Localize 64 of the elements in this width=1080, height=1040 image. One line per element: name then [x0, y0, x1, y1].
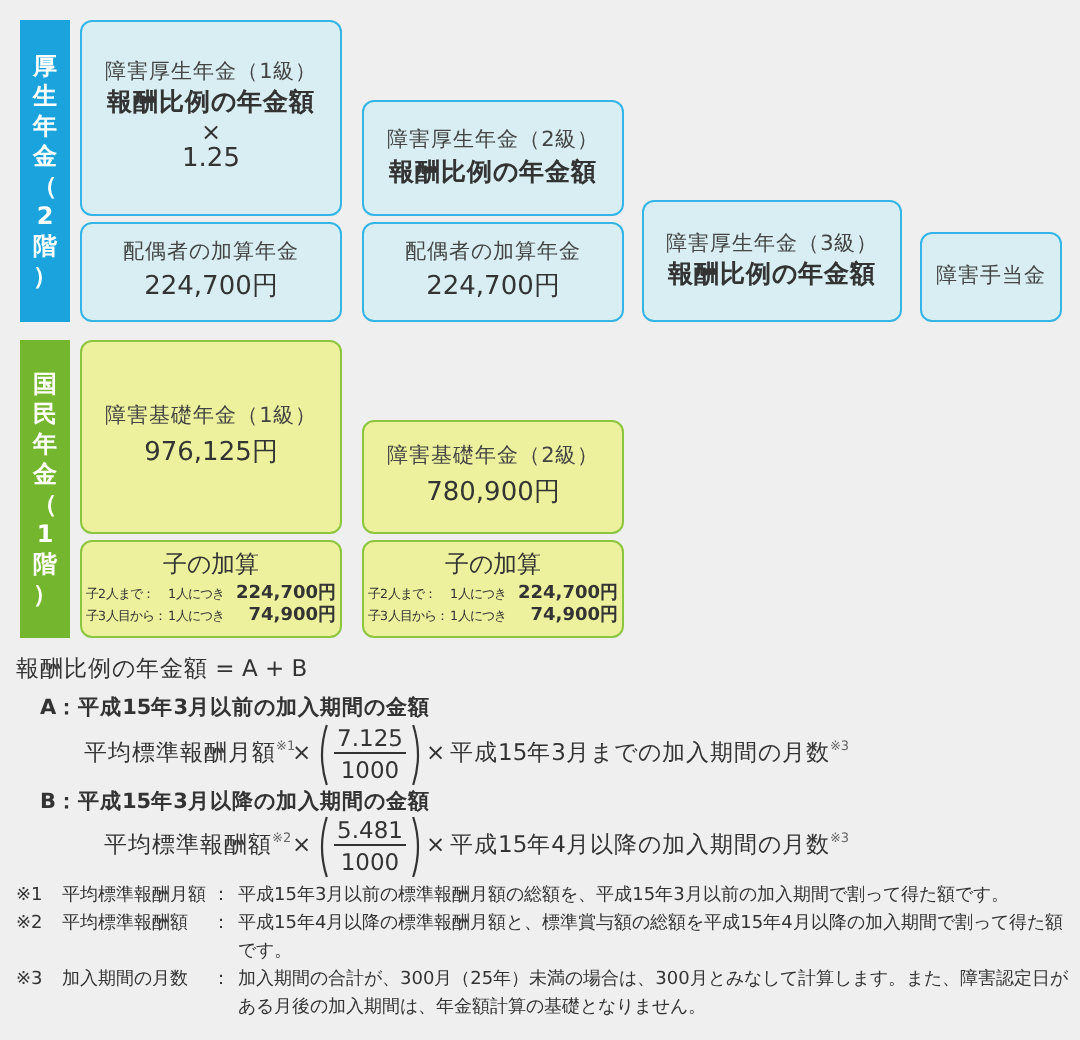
colon-separator: ： — [212, 884, 232, 910]
multiply-sign: × — [426, 738, 446, 766]
benefit-box — [362, 420, 624, 534]
formula-term: 平成15年4月以降の加入期間の月数$^{※3}$ — [450, 830, 850, 858]
denominator: 1000 — [338, 756, 402, 784]
benefit-box — [80, 222, 342, 322]
child-amount: 224,700円 — [236, 583, 336, 605]
colon-separator: ： — [212, 968, 232, 994]
footnote-text: 平成15年4月以降の標準報酬月額と、標準賞与額の総額を平成15年4月以降の加入期間で割って得た額です。 — [238, 911, 1065, 966]
tier-band — [20, 340, 70, 638]
benefit-title: 障害基礎年金（1級） — [105, 402, 317, 432]
formula-term: 平成15年3月までの加入期間の月数$^{※3}$ — [450, 738, 850, 766]
benefit-title: 障害基礎年金（2級） — [387, 442, 599, 472]
tier-label: 厚生年金（2階） — [33, 51, 57, 291]
child-amount: 224,700円 — [518, 583, 618, 605]
benefit-formula: 報酬比例の年金額 — [389, 155, 597, 190]
benefit-amount: 780,900円 — [426, 477, 560, 512]
multiply-sign: × — [200, 119, 222, 145]
tier-label: 国民年金（1階） — [33, 369, 57, 609]
benefit-box — [362, 100, 624, 216]
benefit-amount: 224,700円 — [144, 272, 278, 307]
footnote-mark: ※3 — [16, 968, 45, 994]
denominator: 1000 — [338, 848, 402, 876]
benefit-box — [642, 200, 902, 322]
section-heading: B：平成15年3月以降の加入期間の金額 — [40, 788, 430, 816]
benefit-formula: 報酬比例の年金額 — [107, 85, 315, 120]
child-addition-box — [362, 540, 624, 638]
benefit-box — [362, 222, 624, 322]
multiply-sign: × — [292, 830, 312, 858]
benefit-title: 配偶者の加算年金 — [405, 237, 581, 267]
footnote-mark: ※1 — [16, 884, 45, 910]
footnote-text: 平成15年3月以前の標準報酬月額の総額を、平成15年3月以前の加入期間で割って得た額です。 — [238, 883, 1011, 910]
benefit-box — [80, 340, 342, 534]
benefit-title: 障害厚生年金（3級） — [666, 229, 878, 259]
numerator: 7.125 — [335, 724, 405, 752]
child-addition-title: 子の加算 — [163, 550, 259, 582]
benefit-formula: 報酬比例の年金額 — [668, 258, 876, 293]
footnote-text: 加入期間の合計が、300月（25年）未満の場合は、300月とみなして計算します。また、障害認定日がある月後の加入期間は、年金額計算の基礎となりません。 — [238, 967, 1068, 1022]
formula-term: 平均標準報酬額$^{※2}$ — [104, 830, 292, 858]
footnote-term: 平均標準報酬額 — [62, 911, 190, 938]
benefit-title: 障害厚生年金（1級） — [105, 57, 317, 86]
footnote-mark: ※2 — [16, 912, 45, 938]
colon-separator: ： — [212, 912, 232, 938]
tier-band — [20, 20, 70, 322]
formula-term: 平均標準報酬月額$^{※1}$ — [84, 738, 296, 766]
multiply-sign: × — [292, 738, 312, 766]
benefit-box — [80, 20, 342, 216]
child-amount: 74,900円 — [530, 605, 618, 628]
footnote-term: 加入期間の月数 — [62, 967, 190, 994]
section-heading: A：平成15年3月以前の加入期間の金額 — [40, 694, 431, 722]
benefit-box — [920, 232, 1062, 322]
multiplier-value: 1.25 — [182, 144, 240, 179]
child-amount: 74,900円 — [248, 605, 336, 628]
child-addition-box — [80, 540, 342, 638]
benefit-amount: 224,700円 — [426, 272, 560, 307]
multiply-sign: × — [426, 830, 446, 858]
benefit-title: 配偶者の加算年金 — [123, 237, 299, 267]
benefit-amount: 976,125円 — [144, 437, 278, 472]
formula-heading: 報酬比例の年金額 = A + B — [16, 654, 308, 682]
numerator: 5.481 — [335, 816, 405, 844]
benefit-title: 障害手当金 — [936, 262, 1046, 292]
child-addition-title: 子の加算 — [445, 550, 541, 582]
footnote-term: 平均標準報酬月額 — [62, 883, 206, 910]
benefit-title: 障害厚生年金（2級） — [387, 126, 599, 156]
